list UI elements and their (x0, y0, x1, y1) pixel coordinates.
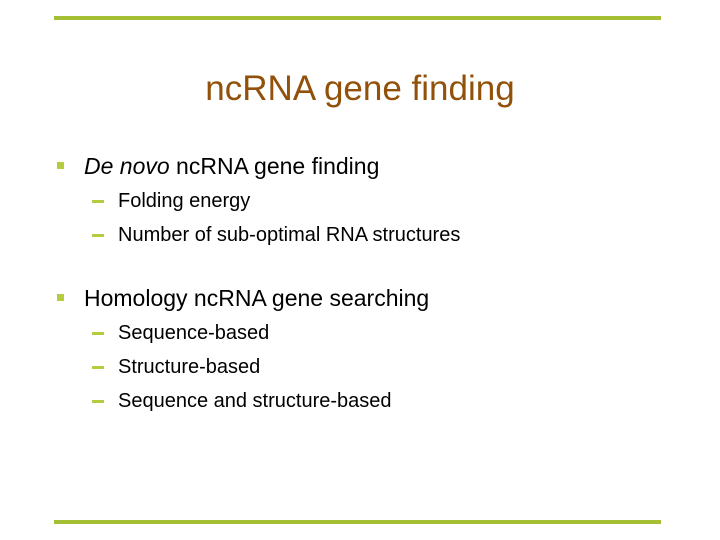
dash-bullet-icon (92, 400, 104, 403)
dash-bullet-icon (92, 234, 104, 237)
dash-bullet-icon (92, 366, 104, 369)
bullet-level1-emphasis: De novo (84, 153, 170, 179)
slide-body: De novo ncRNA gene finding Folding energ… (0, 150, 720, 418)
square-bullet-icon (57, 294, 64, 301)
slide-title: ncRNA gene finding (205, 69, 515, 108)
dash-bullet-icon (92, 332, 104, 335)
dash-bullet-icon (92, 200, 104, 203)
sub-bullet-list: Sequence-based Structure-based Sequence … (0, 316, 720, 418)
bullet-level2-label: Structure-based (118, 356, 261, 378)
sub-bullet-list: Folding energy Number of sub-optimal RNA… (0, 184, 720, 252)
bullet-level2-label: Sequence and structure-based (118, 390, 392, 412)
bullet-item-level2[interactable]: Sequence-based (0, 316, 720, 350)
bullet-level2-label: Number of sub-optimal RNA structures (118, 224, 461, 246)
bullet-group: Homology ncRNA gene searching Sequence-b… (0, 282, 720, 418)
bullet-item-level1[interactable]: Homology ncRNA gene searching (0, 282, 720, 314)
bullet-item-level2[interactable]: Folding energy (0, 184, 720, 218)
bullet-level1-label: Homology ncRNA gene searching (84, 285, 430, 311)
bullet-level1-label: ncRNA gene finding (169, 153, 380, 179)
bullet-group: De novo ncRNA gene finding Folding energ… (0, 150, 720, 252)
bullet-item-level2[interactable]: Sequence and structure-based (0, 384, 720, 418)
bullet-item-level2[interactable]: Structure-based (0, 350, 720, 384)
bullet-level2-label: Folding energy (118, 190, 251, 212)
top-divider-rule (54, 16, 661, 20)
bullet-level2-label: Sequence-based (118, 322, 270, 344)
square-bullet-icon (57, 162, 64, 169)
bullet-item-level1[interactable]: De novo ncRNA gene finding (0, 150, 720, 182)
bottom-divider-rule (54, 520, 661, 524)
bullet-item-level2[interactable]: Number of sub-optimal RNA structures (0, 218, 720, 252)
